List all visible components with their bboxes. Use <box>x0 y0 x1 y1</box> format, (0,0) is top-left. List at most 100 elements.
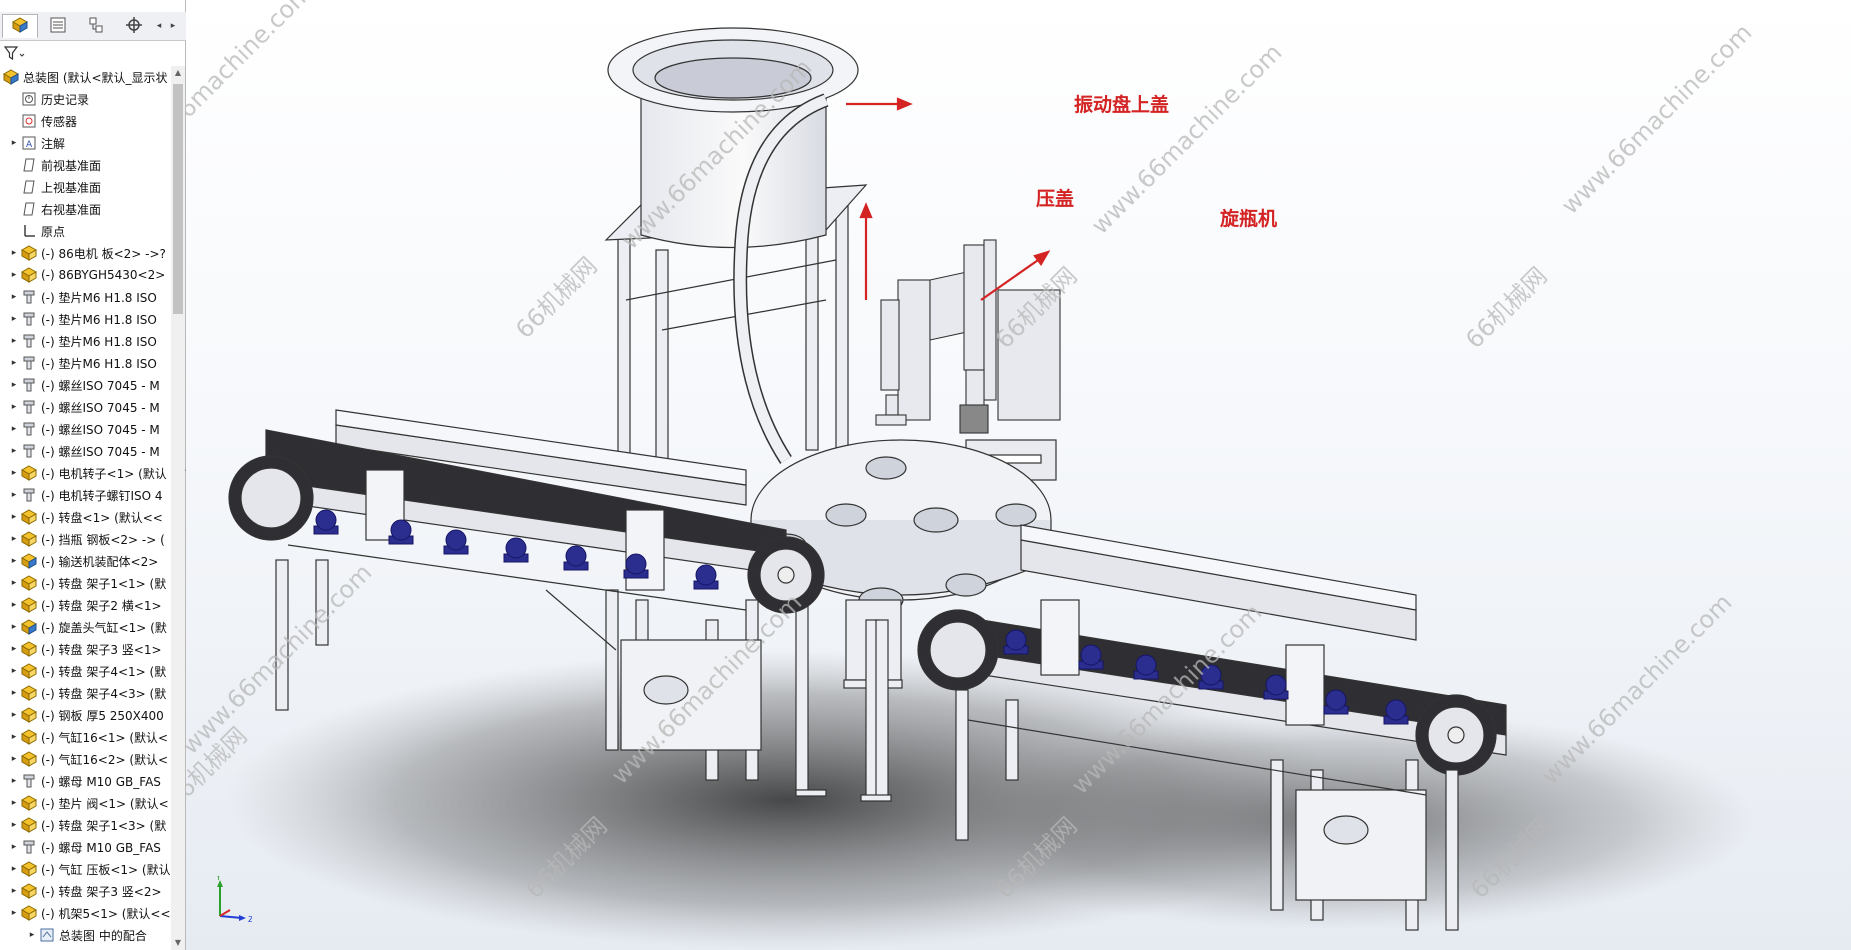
property-manager-tab[interactable] <box>40 14 76 38</box>
tree-item-mates[interactable]: ▸ 总装图 中的配合 <box>0 924 170 946</box>
tree-item-label: 总装图 中的配合 <box>59 928 147 943</box>
tree-item-label: (-) 挡瓶 钢板<2> -> ( <box>41 532 165 547</box>
tree-item[interactable]: ▸(-) 螺丝ISO 7045 - M <box>0 396 170 418</box>
expand-arrow-icon[interactable]: ▸ <box>11 402 17 412</box>
tree-item[interactable]: ▸(-) 螺母 M10 GB_FAS <box>0 770 170 792</box>
tree-scrollbar[interactable]: ▲ ▼ <box>171 66 185 950</box>
tree-item[interactable]: 传感器 <box>0 110 170 132</box>
expand-arrow-icon[interactable]: ▸ <box>11 512 17 522</box>
tree-root[interactable]: 总装图 (默认<默认_显示状 <box>0 66 170 88</box>
tree-item[interactable]: ▸(-) 机架5<1> (默认<< <box>0 902 170 924</box>
tree-item[interactable]: ▸(-) 输送机装配体<2> <box>0 550 170 572</box>
tree-item[interactable]: 右视基准面 <box>0 198 170 220</box>
tree-item-label: (-) 转盘 架子4<3> (默 <box>41 686 167 701</box>
tree-item[interactable]: ▸(-) 电机转子<1> (默认 <box>0 462 170 484</box>
expand-arrow-icon[interactable]: ▸ <box>11 776 17 786</box>
tree-item[interactable]: 原点 <box>0 220 170 242</box>
tree-item[interactable]: ▸(-) 转盘 架子3 竖<2> <box>0 880 170 902</box>
tree-item-label: 传感器 <box>41 114 78 129</box>
expand-arrow-icon[interactable]: ▸ <box>11 666 17 676</box>
tree-item[interactable]: ▸ (-) 转盘 架子1<1> (默 <box>0 572 170 594</box>
expand-arrow-icon[interactable]: ▸ <box>11 732 17 742</box>
expand-arrow-icon[interactable]: ▸ <box>11 886 17 896</box>
tree-item[interactable]: ▸(-) 垫片M6 H1.8 ISO <box>0 286 170 308</box>
tree-item[interactable]: ▸ (-) 挡瓶 钢板<2> -> ( <box>0 528 170 550</box>
bearing-roller <box>1005 629 1027 651</box>
tree-item[interactable]: ▸ (-) 转盘 架子4<3> (默 <box>0 682 170 704</box>
tree-item-label: (-) 转盘 架子1<1> (默 <box>41 576 167 591</box>
dimxpert-tab[interactable] <box>116 14 152 38</box>
expand-arrow-icon[interactable]: ▸ <box>11 380 17 390</box>
expand-arrow-icon[interactable]: ▸ <box>11 248 17 258</box>
expand-arrow-icon[interactable]: ▸ <box>11 424 17 434</box>
expand-arrow-icon[interactable]: ▸ <box>11 138 17 148</box>
tree-item[interactable]: ▸(-) 垫片M6 H1.8 ISO <box>0 330 170 352</box>
expand-arrow-icon[interactable]: ▸ <box>11 754 17 764</box>
scroll-down-icon[interactable]: ▼ <box>174 938 182 947</box>
expand-arrow-icon[interactable]: ▸ <box>11 336 17 346</box>
tree-item[interactable]: 上视基准面 <box>0 176 170 198</box>
expand-arrow-icon[interactable]: ▸ <box>11 688 17 698</box>
expand-arrow-icon[interactable]: ▸ <box>11 798 17 808</box>
expand-arrow-icon[interactable]: ▸ <box>11 292 17 302</box>
tree-item[interactable]: ▸(-) 电机转子螺钉ISO 4 <box>0 484 170 506</box>
tree-item[interactable]: 前视基准面 <box>0 154 170 176</box>
expand-arrow-icon[interactable]: ▸ <box>29 930 35 940</box>
expand-arrow-icon[interactable]: ▸ <box>11 600 17 610</box>
tree-item[interactable]: 历史记录 <box>0 88 170 110</box>
scroll-up-icon[interactable]: ▲ <box>174 68 182 77</box>
tree-item-label: (-) 旋盖头气缸<1> (默 <box>41 620 167 635</box>
tree-item[interactable]: ▸ (-) 转盘<1> (默认<< <box>0 506 170 528</box>
subassembly-icon <box>20 619 38 635</box>
tree-item[interactable]: ▸(-) 转盘 架子4<1> (默 <box>0 660 170 682</box>
expand-arrow-icon[interactable]: ▸ <box>11 622 17 632</box>
expand-arrow-icon[interactable]: ▸ <box>11 820 17 830</box>
expand-arrow-icon[interactable]: ▸ <box>11 446 17 456</box>
tree-item[interactable]: ▸(-) 钢板 厚5 250X400 <box>0 704 170 726</box>
tabs-scroll-left-icon[interactable]: ◂ <box>156 21 162 31</box>
tree-filter[interactable] <box>3 44 182 64</box>
expand-arrow-icon[interactable]: ▸ <box>11 270 17 280</box>
tree-item[interactable]: ▸ (-) 旋盖头气缸<1> (默 <box>0 616 170 638</box>
tree-item[interactable]: ▸(-) 气缸 压板<1> (默认 <box>0 858 170 880</box>
tabs-scroll-right-icon[interactable]: ▸ <box>170 21 176 31</box>
graphics-area[interactable]: 振动盘上盖 压盖 旋瓶机 www.66machine.com 66机械网 www… <box>186 0 1851 950</box>
tree-item[interactable]: ▸(-) 垫片M6 H1.8 ISO <box>0 352 170 374</box>
feature-manager-tab[interactable] <box>2 14 38 38</box>
expand-arrow-icon[interactable]: ▸ <box>11 534 17 544</box>
tree-item-label: (-) 螺丝ISO 7045 - M <box>41 444 160 459</box>
expand-arrow-icon[interactable]: ▸ <box>11 556 17 566</box>
expand-arrow-icon[interactable]: ▸ <box>11 644 17 654</box>
tree-item[interactable]: ▸(-) 螺丝ISO 7045 - M <box>0 418 170 440</box>
expand-arrow-icon[interactable]: ▸ <box>11 314 17 324</box>
tree-item[interactable]: ▸(-) 气缸16<2> (默认< <box>0 748 170 770</box>
expand-arrow-icon[interactable]: ▸ <box>11 842 17 852</box>
tree-item[interactable]: ▸(-) 气缸16<1> (默认< <box>0 726 170 748</box>
tree-item[interactable]: ▸(-) 垫片 阀<1> (默认< <box>0 792 170 814</box>
tree-item[interactable]: ▸ (-) 螺丝ISO 7045 - M <box>0 440 170 462</box>
tree-item[interactable]: ▸(-) 螺母 M10 GB_FAS <box>0 836 170 858</box>
expand-arrow-icon[interactable]: ▸ <box>11 710 17 720</box>
tree-item[interactable]: ▸(-) 86BYGH5430<2> <box>0 264 170 286</box>
expand-arrow-icon[interactable]: ▸ <box>11 578 17 588</box>
tree-item[interactable]: ▸(-) 螺丝ISO 7045 - M <box>0 374 170 396</box>
expand-arrow-icon[interactable]: ▸ <box>11 908 17 918</box>
expand-arrow-icon[interactable]: ▸ <box>11 358 17 368</box>
tree-item[interactable]: ▸(-) 转盘 架子3 竖<1> <box>0 638 170 660</box>
filter-icon[interactable] <box>3 45 26 64</box>
tree-item[interactable]: ▸(-) 转盘 架子1<3> (默 <box>0 814 170 836</box>
expand-arrow-icon[interactable]: ▸ <box>11 490 17 500</box>
bearing-roller <box>695 564 717 586</box>
bearing-roller <box>445 529 467 551</box>
tree-item[interactable]: ▸(-) 86电机 板<2> ->? <box>0 242 170 264</box>
configuration-manager-tab[interactable] <box>78 14 114 38</box>
tree-item-label: (-) 转盘 架子2 横<1> <box>41 598 162 613</box>
expand-arrow-icon[interactable]: ▸ <box>11 864 17 874</box>
scroll-thumb[interactable] <box>173 84 183 314</box>
tree-item-label: (-) 转盘<1> (默认<< <box>41 510 163 525</box>
tree-item[interactable]: ▸ (-) 转盘 架子2 横<1> <box>0 594 170 616</box>
tree-item[interactable]: ▸(-) 垫片M6 H1.8 ISO <box>0 308 170 330</box>
callout-press-cap: 压盖 <box>1036 188 1075 210</box>
expand-arrow-icon[interactable]: ▸ <box>11 468 17 478</box>
